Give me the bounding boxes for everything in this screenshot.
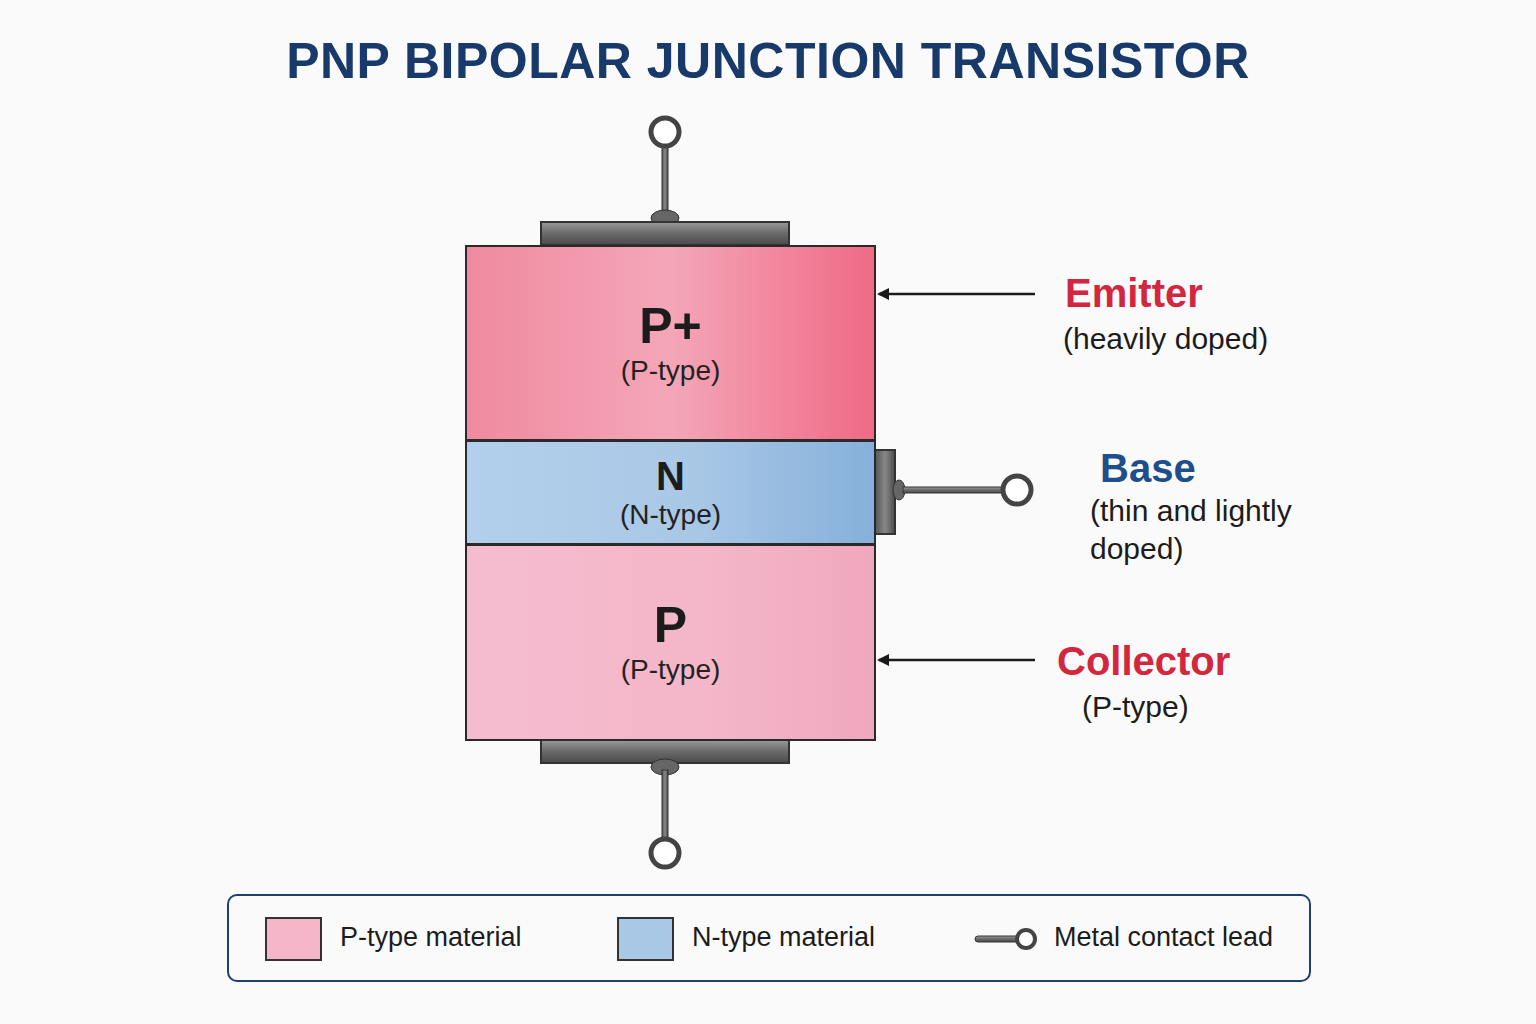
legend-swatch	[265, 917, 322, 961]
region-type: (N-type)	[620, 498, 721, 532]
collector-note: (P-type)	[1082, 688, 1189, 726]
leader-arrow	[879, 293, 1035, 296]
emitter-region: P+(P-type)	[465, 245, 876, 441]
legend-lead-sample	[975, 930, 1035, 948]
region-symbol: P	[654, 598, 687, 653]
emitter-note: (heavily doped)	[1063, 320, 1268, 358]
emitter-lead	[541, 118, 789, 245]
base-label: Base	[1100, 443, 1196, 493]
region-type: (P-type)	[621, 653, 721, 687]
diagram-title: PNP BIPOLAR JUNCTION TRANSISTOR	[0, 32, 1536, 90]
legend-swatch	[617, 917, 674, 961]
base-region: N(N-type)	[465, 440, 876, 545]
region-type: (P-type)	[621, 354, 721, 388]
region-symbol: N	[656, 454, 685, 498]
collector-lead	[541, 740, 789, 867]
collector-label: Collector	[1057, 636, 1230, 686]
region-symbol: P+	[639, 299, 702, 354]
legend-text: N-type material	[692, 922, 875, 953]
legend-text: P-type material	[340, 922, 522, 953]
leader-arrow	[879, 659, 1035, 662]
emitter-label: Emitter	[1065, 268, 1203, 318]
base-lead	[875, 450, 1031, 534]
base-note: (thin and lightly doped)	[1090, 492, 1305, 567]
collector-region: P(P-type)	[465, 544, 876, 741]
legend-text: Metal contact lead	[1054, 922, 1273, 953]
